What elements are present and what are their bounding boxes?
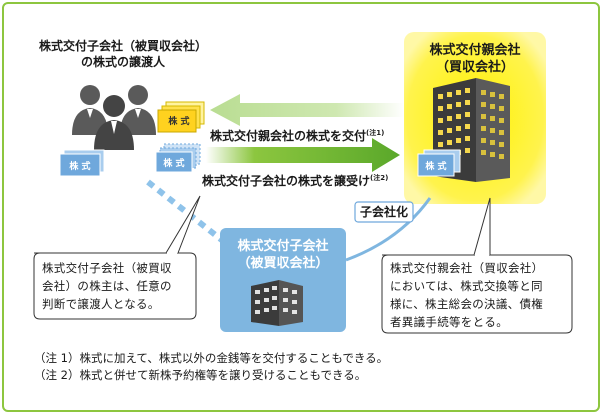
callout-right-pointer [473, 197, 491, 256]
arrow-to-parent [206, 138, 400, 172]
parent-title-line1: 株式交付親会社 [429, 43, 521, 58]
diagram-frame [2, 2, 600, 412]
seller-title-line2: の株式の譲渡人 [80, 55, 165, 69]
parent-subsidiary-connector [345, 197, 432, 262]
callout-left-line3: 判断で譲渡人となる。 [42, 297, 160, 311]
arrow-to-parent-text: 株式交付子会社の株式を譲受け [202, 174, 371, 188]
seller-stock-card [59, 149, 105, 177]
yellow-stock-label: 株 式 [168, 117, 190, 127]
yellow-stock-cards [157, 101, 205, 133]
footnote-2: （注 2）株式と併せて新株予約権等を譲り受けることもできる。 [34, 368, 367, 382]
callout-right-line4: 者異議手続等をとる。 [390, 315, 508, 329]
subsidiary-title-line2: （被買収会社） [237, 256, 329, 271]
subsidiary-title-line1: 株式交付子会社 [237, 239, 329, 254]
seller-title-line1: 株式交付子会社（被買収会社） [38, 39, 207, 53]
parent-title-line2: （買収会社） [435, 60, 514, 75]
footnote-1: （注 1）株式に加えて、株式以外の金銭等を交付することもできる。 [34, 351, 389, 365]
parent-stock-card [417, 149, 461, 177]
arrow-to-parent-note: (注2) [370, 174, 389, 182]
subsidiary-title: 株式交付子会社 （被買収会社） [220, 238, 346, 272]
seller-stock-label: 株 式 [69, 162, 91, 172]
arrow-to-seller-text: 株式交付親会社の株式を交付 [210, 129, 367, 143]
callout-right-line3: 様に、株主総会の決議、債権 [390, 297, 544, 311]
callout-left-line1: 株式交付子会社（被買収 [42, 261, 172, 275]
parent-building-icon [433, 78, 510, 182]
shareholders-group-icon [72, 85, 156, 150]
footnotes: （注 1）株式に加えて、株式以外の金銭等を交付することもできる。 （注 2）株式… [34, 350, 574, 384]
subsidiary-badge-bg [354, 201, 414, 223]
subsidiary-building-icon [251, 280, 303, 326]
callout-right-line1: 株式交付親会社（買収会社） [390, 261, 544, 275]
blue-stock-stack [155, 143, 201, 173]
callout-left-bubble [33, 252, 197, 320]
parent-stock-label: 株 式 [425, 162, 447, 172]
subsidiary-badge: 子会社化 [359, 205, 408, 219]
arrow-to-parent-label: 株式交付子会社の株式を譲受け(注2) [202, 170, 388, 189]
callout-left-text: 株式交付子会社（被買収 会社）の株主は、任意の 判断で譲渡人となる。 [42, 259, 192, 313]
arrow-to-seller-note: (注1) [366, 129, 385, 137]
callout-left-pointer [165, 195, 201, 254]
callout-right-text: 株式交付親会社（買収会社） においては、株式交換等と同 様に、株主総会の決議、債… [390, 259, 568, 331]
arrow-to-seller-label: 株式交付親会社の株式を交付(注1) [210, 125, 384, 144]
callout-left-line2: 会社）の株主は、任意の [42, 279, 172, 293]
callout-right-line2: においては、株式交換等と同 [390, 279, 543, 293]
callout-right-bubble [381, 254, 573, 334]
parent-title: 株式交付親会社 （買収会社） [404, 42, 546, 76]
seller-title: 株式交付子会社（被買収会社） の株式の譲渡人 [28, 38, 218, 70]
arrow-to-seller [210, 94, 404, 126]
stack-stock-label: 株 式 [163, 159, 185, 169]
